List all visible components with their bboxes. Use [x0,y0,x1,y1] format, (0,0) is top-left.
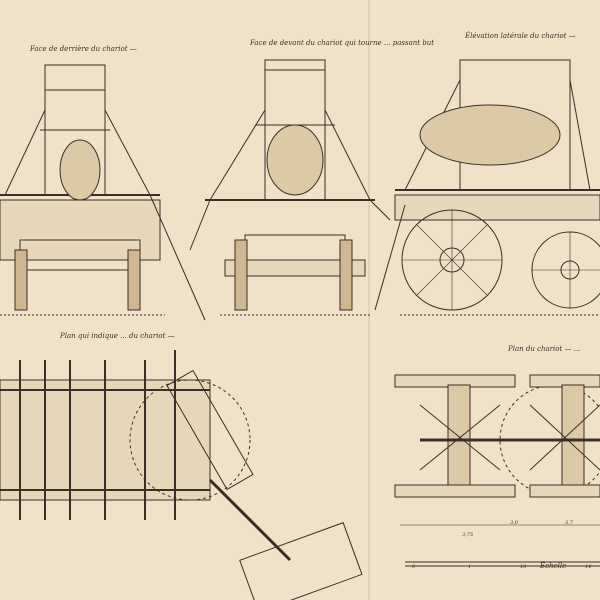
caption-front-view: Face de devant du chariot qui tourne ...… [250,39,435,47]
dimension-label: 3,7 [565,520,573,526]
caption-plan-right: Plan du chariot — ... [508,345,581,353]
front-view-drawing [189,59,391,316]
caption-rear-view: Face de derrière du chariot — [30,45,137,53]
dimension-label: 3,0 [510,520,518,526]
plan-right-drawing [394,374,600,567]
scale-tick: 10 [520,564,527,570]
page-fold [368,0,370,600]
rear-view-drawing [0,64,206,321]
caption-side-view: Élévation latérale du chariot — [465,32,576,40]
scale-tick: 0 [412,564,416,570]
scale-tick: 14 [585,564,592,570]
scale-tick: 1 [468,564,472,570]
dimension-label: 3,75 [462,532,474,538]
side-view-drawing [374,59,600,316]
caption-plan-left: Plan qui indique ... du chariot — [60,332,175,340]
plan-left-drawing [0,350,363,600]
